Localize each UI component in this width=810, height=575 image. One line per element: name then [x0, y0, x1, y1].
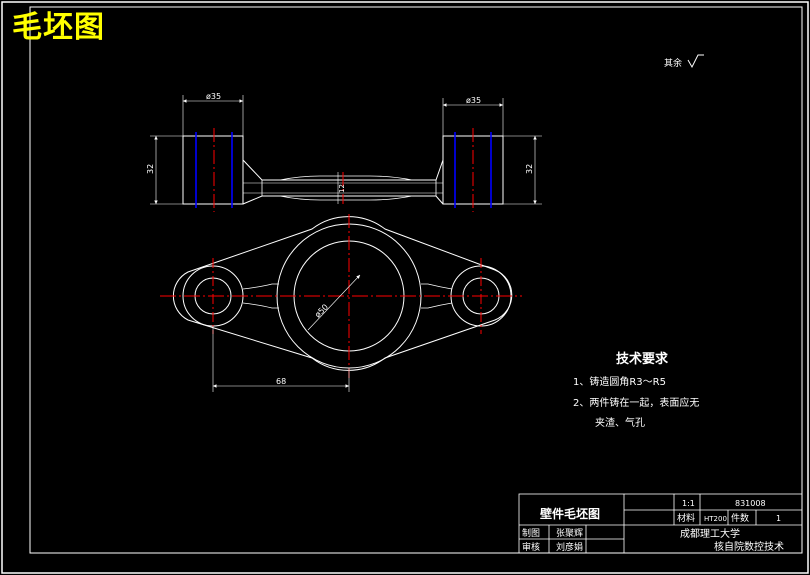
sheet-title: 毛坯图 — [12, 10, 105, 45]
tb-department: 核自院数控技术 — [714, 540, 784, 553]
tb-checker-name: 刘彦娟 — [556, 541, 583, 553]
inner-frame — [29, 6, 803, 554]
dim-height-left: 32 — [146, 164, 155, 174]
dim-web-thickness: 12 — [338, 184, 346, 193]
tb-designer-name: 张聚辉 — [556, 528, 583, 539]
dim-height-right: 32 — [525, 164, 534, 174]
tb-checker-label: 审核 — [522, 541, 540, 553]
top-view — [160, 214, 522, 392]
dim-dia-center: ø50 — [313, 302, 330, 319]
tb-scale: 1:1 — [682, 499, 695, 508]
tech-req-heading: 技术要求 — [616, 351, 669, 367]
tb-designer-label: 制图 — [522, 527, 540, 539]
tb-school: 成都理工大学 — [680, 527, 740, 540]
dim-dia-right-top: ø35 — [466, 96, 481, 105]
tb-drawing-name: 壁件毛坯图 — [540, 506, 600, 521]
tech-req-item-1: 1、铸造圆角R3～R5 — [573, 375, 666, 388]
tb-drawing-no: 831008 — [735, 499, 766, 508]
roughness-note: 其余 — [664, 57, 682, 69]
tb-qty-label: 件数 — [731, 512, 749, 524]
tech-req-item-2: 2、两件铸在一起，表面应无 — [573, 396, 699, 409]
tb-material-label: 材料 — [677, 512, 695, 524]
tb-material-value: HT200 — [704, 515, 727, 523]
title-block — [518, 493, 803, 554]
dim-dia-left-top: ø35 — [206, 92, 221, 101]
tech-req-item-3: 夹渣、气孔 — [595, 416, 645, 429]
front-view — [150, 95, 542, 212]
roughness-symbol-icon — [687, 54, 704, 69]
tb-qty-value: 1 — [776, 514, 781, 523]
dim-length-68: 68 — [276, 377, 286, 386]
